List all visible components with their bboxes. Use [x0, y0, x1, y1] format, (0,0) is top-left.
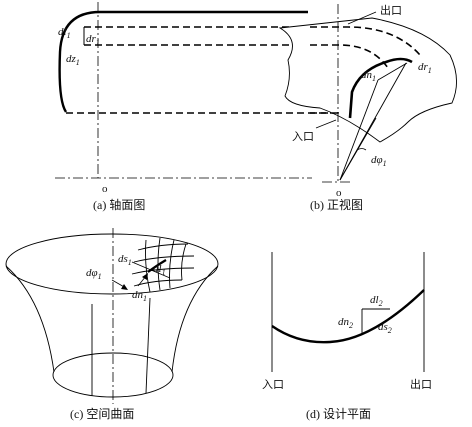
front-blade-outline: [278, 17, 457, 143]
front-origin-label: o: [336, 187, 342, 199]
surface-element-thick: [147, 259, 167, 273]
front-outlet-label: 出口: [380, 3, 402, 17]
front-outlet-leader: [347, 11, 377, 25]
front-radial-line-3: [339, 117, 377, 181]
surface-label-dn1: dn1: [132, 289, 147, 303]
front-label-dr1: dr1: [418, 61, 432, 75]
panel-b-front-view: 出口 入口 dn1 dr1 dφ1 o (b) 正视图: [278, 3, 457, 212]
plane-label-ds2: ds2: [378, 321, 392, 335]
front-radial-line-1: [339, 79, 379, 181]
front-dphi-arc: [356, 148, 367, 151]
front-label-dphi1: dφ1: [371, 154, 387, 168]
axial-label-dr1: dr1: [86, 33, 100, 47]
plane-caption: (d) 设计平面: [306, 407, 371, 421]
axial-origin-label: o: [102, 183, 108, 195]
plane-label-dn2: dn2: [338, 316, 353, 330]
surface-mesh-grid: [131, 237, 195, 293]
surface-element-diagonal: [131, 261, 171, 279]
front-dashed-curve-1: [310, 26, 421, 56]
axial-caption: (a) 轴面图: [93, 197, 145, 212]
front-inlet-leader: [315, 119, 337, 129]
plane-label-dl2: dl2: [370, 294, 383, 308]
surface-arrow-dphi-head: [121, 284, 128, 290]
panel-d-design-plane: dl2 dn2 ds2 入口 出口 (d) 设计平面: [262, 252, 432, 421]
surface-right-side: [171, 265, 219, 373]
surface-label-dphi1: dφ1: [86, 267, 102, 281]
surface-arrow-dn-head: [142, 273, 148, 280]
front-inlet-label: 入口: [292, 131, 314, 143]
panel-c-spatial-surface: ds1 dl1 dφ1 dn1 (c) 空间曲面: [5, 228, 219, 421]
surface-label-ds1: ds1: [118, 253, 132, 267]
front-chord-line: [377, 62, 408, 81]
surface-caption: (c) 空间曲面: [70, 407, 134, 421]
plane-inlet-label: 入口: [262, 379, 284, 391]
front-label-dn1: dn1: [361, 69, 376, 83]
surface-top-ellipse: [5, 233, 219, 295]
surface-generator-2: [145, 297, 151, 394]
front-blade-camber: [348, 57, 413, 119]
surface-left-side: [5, 265, 55, 373]
plane-blade-curve: [271, 289, 425, 344]
surface-label-dl1: dl1: [153, 263, 166, 277]
axial-label-dz1: dz1: [66, 53, 80, 67]
plane-outlet-label: 出口: [410, 377, 432, 391]
axial-label-dl1: dl1: [58, 26, 71, 40]
front-caption: (b) 正视图: [310, 197, 363, 212]
